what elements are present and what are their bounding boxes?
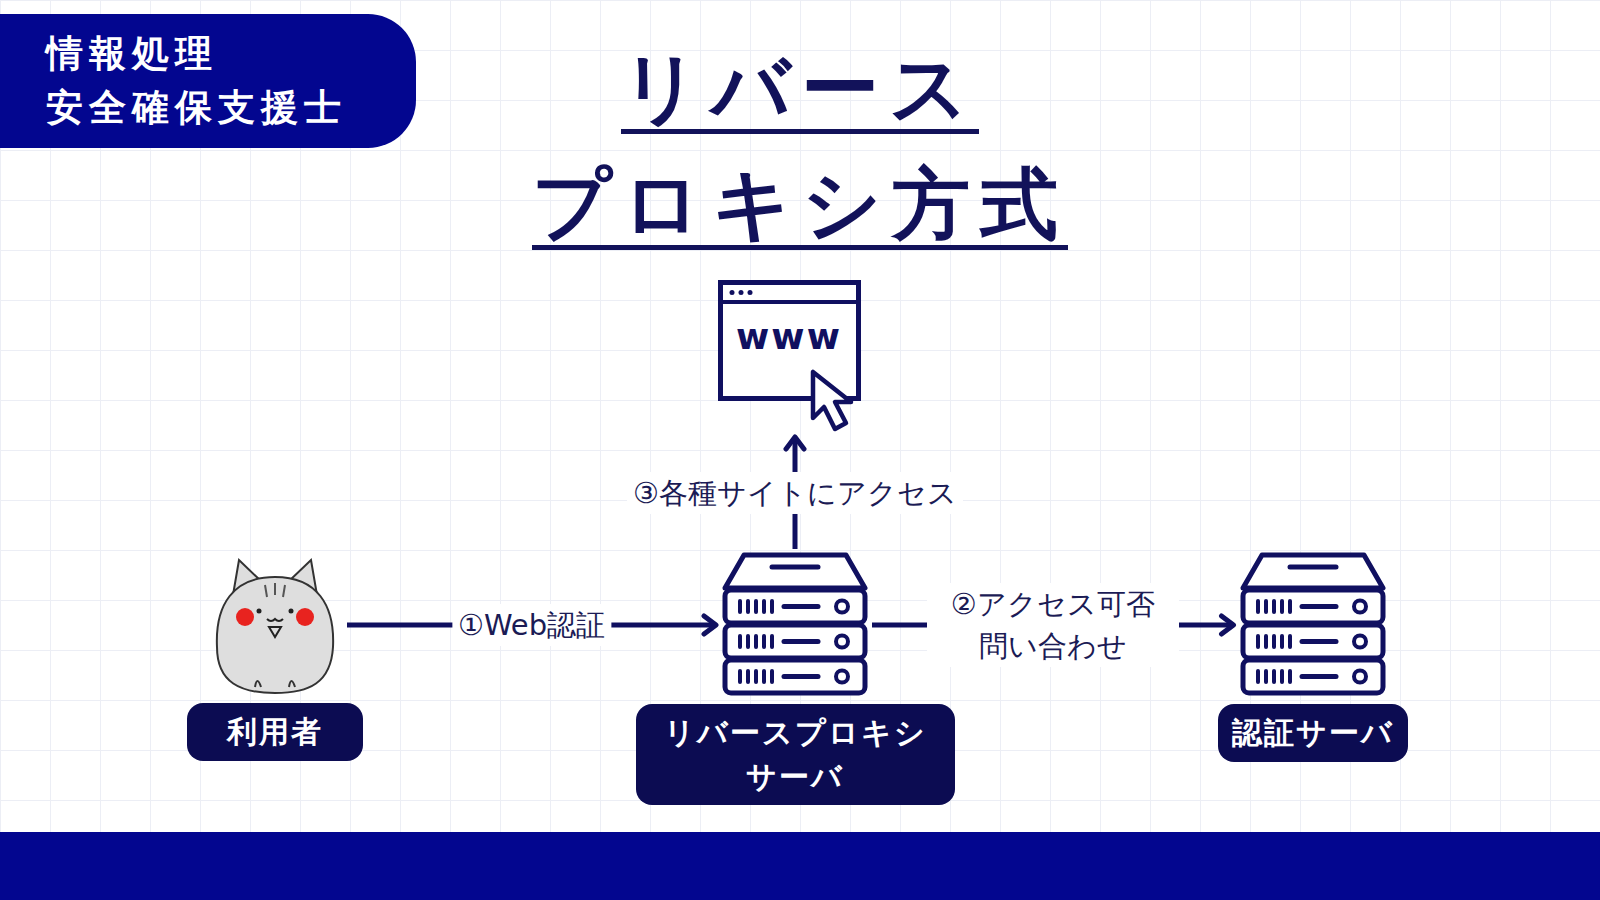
node-label: 認証サーバ: [1232, 711, 1394, 755]
cat-illustration: [205, 555, 345, 697]
node-label-pill: リバースプロキシ サーバ: [636, 704, 955, 805]
server-icon: [720, 550, 870, 700]
node-label-pill: 利用者: [187, 703, 363, 761]
server-node: 認証サーバ: [1200, 550, 1425, 766]
node-label: 利用者: [227, 710, 323, 754]
browser-icon: [718, 280, 878, 435]
server-icon: [1238, 550, 1388, 700]
server-node: リバースプロキシ サーバ: [636, 550, 955, 812]
badge-text: 情報処理 安全確保支援士: [0, 27, 376, 134]
edge-label: ③各種サイトにアクセス: [627, 472, 963, 514]
www-node: www: [718, 280, 878, 435]
person-node: 利用者: [180, 555, 370, 770]
diagram-title: リバース プロキシ方式: [480, 30, 1120, 262]
badge-node: 情報処理 安全確保支援士: [0, 14, 416, 148]
footer-bar: [0, 832, 1600, 900]
edge-label: ①Web認証: [452, 604, 611, 646]
browser-text: www: [718, 316, 860, 357]
node-label-pill: 認証サーバ: [1218, 704, 1408, 762]
edge-label: ②アクセス可否 問い合わせ: [927, 583, 1179, 667]
node-label: リバースプロキシ サーバ: [660, 711, 931, 798]
